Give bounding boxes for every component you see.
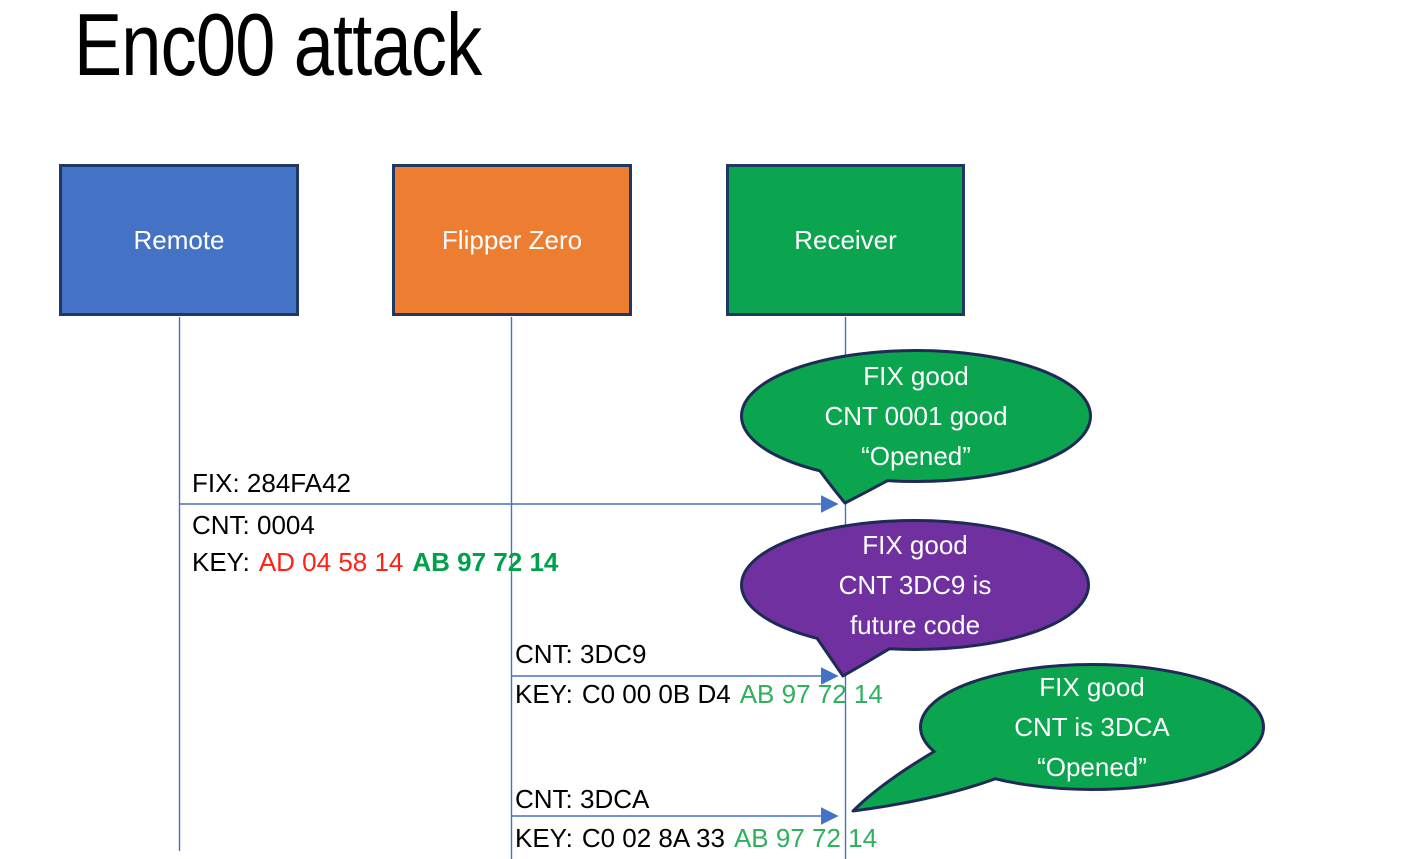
actor-label-flipper-zero: Flipper Zero: [441, 224, 583, 255]
speech-bubble-2: [740, 519, 1090, 678]
message3-key-fixed-bytes: AB 97 72 14: [733, 823, 878, 853]
speech-bubble-1-line1: FIX good: [863, 361, 969, 391]
actor-label-receiver: Receiver: [794, 224, 897, 255]
speech-bubble-3-line2: CNT is 3DCA: [1014, 712, 1170, 742]
message3-key-label: KEY:: [515, 823, 573, 853]
speech-bubble-1-line3: “Opened”: [861, 441, 971, 471]
speech-bubble-2-line2: CNT 3DC9 is: [838, 570, 992, 600]
actor-box-receiver: Receiver: [726, 164, 965, 316]
message1-fix-line: FIX: 284FA42: [192, 468, 351, 498]
message1-key-fixed-bytes: AB 97 72 14: [412, 547, 559, 577]
speech-bubble-3-line3: “Opened”: [1037, 752, 1147, 782]
message2-cnt-line: CNT: 3DC9: [515, 639, 647, 669]
actor-box-remote: Remote: [59, 164, 299, 316]
slide-title: Enc00 attack: [74, 0, 482, 94]
speech-bubble-2-line3: future code: [849, 610, 981, 640]
speech-bubble-1-text: FIX good CNT 0001 good “Opened”: [746, 356, 1086, 476]
actor-label-remote: Remote: [133, 224, 225, 255]
speech-bubble-2-text: FIX good CNT 3DC9 is future code: [745, 525, 1085, 645]
speech-bubble-1-line2: CNT 0001 good: [824, 401, 1008, 431]
speech-bubble-3-line1: FIX good: [1039, 672, 1145, 702]
message1-key-changed-bytes: AD 04 58 14: [258, 547, 404, 577]
message2-key-fixed-bytes: AB 97 72 14: [739, 679, 883, 709]
speech-bubble-1: [740, 349, 1092, 505]
message3-key-line: KEY: C0 02 8A 33 AB 97 72 14: [515, 821, 877, 855]
message1-key-line: KEY: AD 04 58 14 AB 97 72 14: [192, 545, 558, 579]
message1-key-label: KEY:: [192, 547, 250, 577]
actor-box-flipper-zero: Flipper Zero: [392, 164, 632, 316]
speech-bubble-3: [851, 663, 1265, 813]
message3-cnt-line: CNT: 3DCA: [515, 784, 650, 814]
message1-cnt-line: CNT: 0004: [192, 510, 315, 540]
message3-key-changed-bytes: C0 02 8A 33: [581, 823, 725, 853]
speech-bubble-3-text: FIX good CNT is 3DCA “Opened”: [922, 667, 1262, 787]
message2-key-changed-bytes: C0 00 0B D4: [581, 679, 731, 709]
message2-key-label: KEY:: [515, 679, 573, 709]
speech-bubble-2-line1: FIX good: [862, 530, 968, 560]
message2-key-line: KEY: C0 00 0B D4 AB 97 72 14: [515, 677, 883, 711]
